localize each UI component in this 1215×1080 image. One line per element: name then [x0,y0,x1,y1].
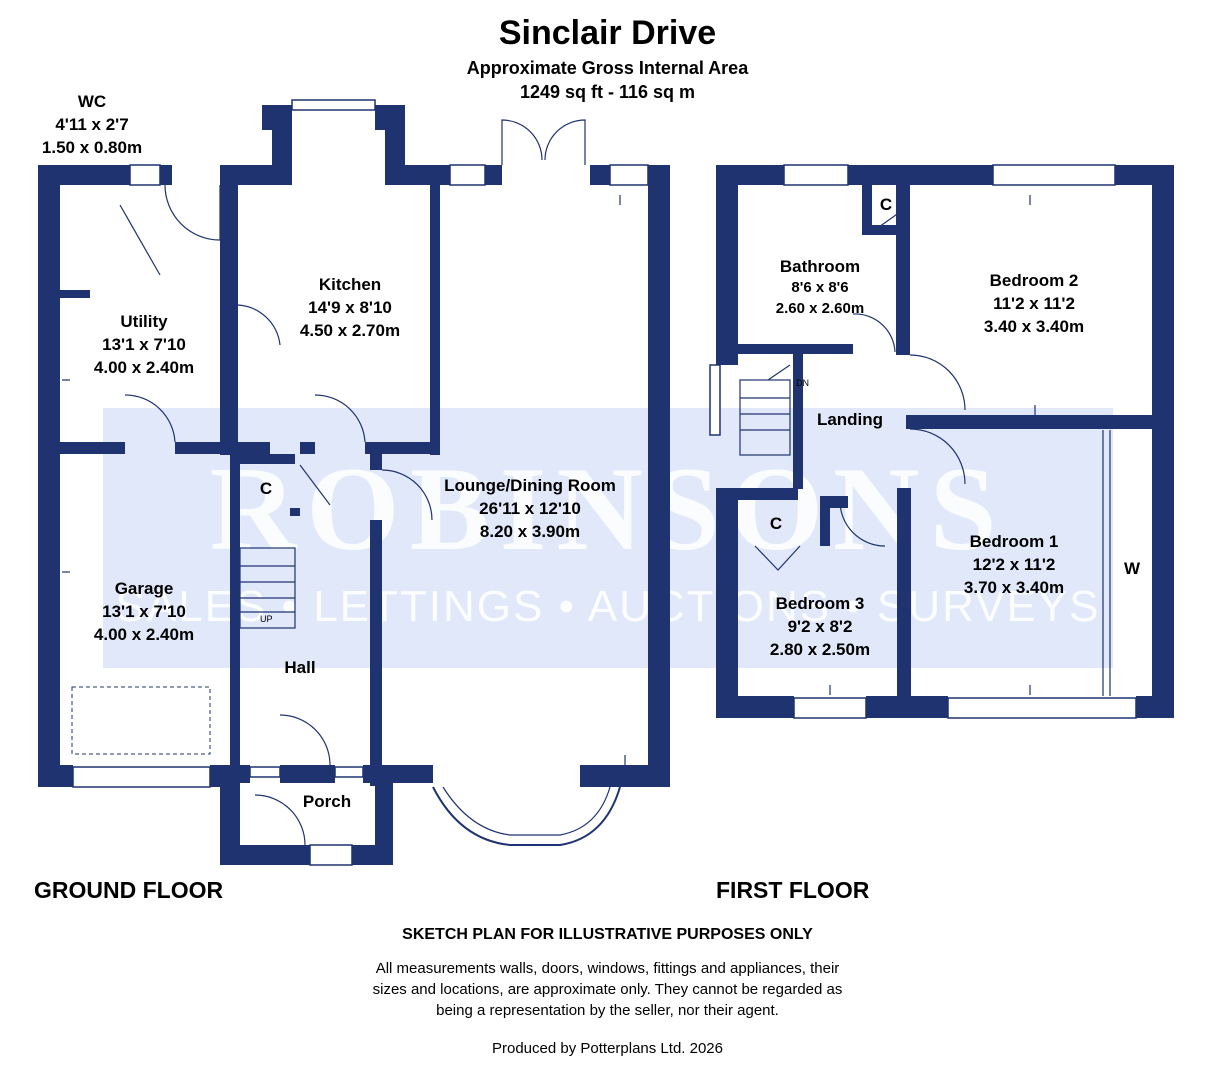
room-metric: 3.70 x 3.40m [963,578,1065,597]
room-utility: Utility 13'1 x 7'10 4.00 x 2.40m [70,310,218,379]
watermark-box [103,408,1113,668]
room-name: Utility [120,312,168,331]
room-name: Bathroom [779,257,861,276]
room-name: Bedroom 3 [775,594,865,613]
room-cupboard: C [259,479,273,498]
room-imperial: 8'6 x 8'6 [791,279,849,296]
room-imperial: 14'9 x 8'10 [308,298,392,317]
room-name: Kitchen [318,275,382,294]
first-floor-windows [709,164,1137,719]
room-metric: 4.50 x 2.70m [299,321,401,340]
room-porch: Porch [302,792,352,811]
room-metric: 2.60 x 2.60m [775,300,865,317]
disclaimer-line: sizes and locations, are approximate onl… [372,981,843,998]
ground-floor-label: GROUND FLOOR [34,877,224,903]
room-lounge-dining: Lounge/Dining Room 26'11 x 12'10 8.20 x … [420,474,640,543]
room-imperial: 12'2 x 11'2 [972,555,1056,574]
first-floor-label: FIRST FLOOR [716,877,870,903]
room-cupboard-bed3: C [769,514,783,533]
disclaimer-line: being a representation by the seller, no… [436,1002,779,1019]
room-bedroom-1: Bedroom 1 12'2 x 11'2 3.70 x 3.40m [940,530,1088,599]
room-landing: Landing [816,410,884,429]
disclaimer-text: All measurements walls, doors, windows, … [0,958,1215,1021]
room-metric: 2.80 x 2.50m [769,640,871,659]
first-floor-walls [716,165,1174,718]
room-metric: 8.20 x 3.90m [479,522,581,541]
watermark-brand: ROBINSONS [209,442,1007,575]
room-cupboard-bath: C [879,195,893,214]
disclaimer-line: All measurements walls, doors, windows, … [375,960,840,977]
room-name: Bedroom 2 [989,271,1079,290]
room-imperial: 4'11 x 2'7 [55,115,129,134]
room-imperial: 9'2 x 8'2 [787,617,853,636]
room-name: Garage [114,579,174,598]
producer-credit: Produced by Potterplans Ltd. 2026 [492,1040,723,1057]
room-garage: Garage 13'1 x 7'10 4.00 x 2.40m [70,577,218,646]
room-hall: Hall [284,658,316,677]
room-kitchen: Kitchen 14'9 x 8'10 4.50 x 2.70m [276,273,424,342]
room-metric: 4.00 x 2.40m [93,625,195,644]
ground-floor-walls [38,105,670,865]
area-value: 1249 sq ft - 116 sq m [519,82,696,102]
room-name: Lounge/Dining Room [444,476,616,495]
room-metric: 3.40 x 3.40m [983,317,1085,336]
room-bedroom-3: Bedroom 3 9'2 x 8'2 2.80 x 2.50m [746,592,894,661]
stairs-up-label: UP [260,614,273,624]
room-imperial: 26'11 x 12'10 [479,499,581,518]
room-imperial: 11'2 x 11'2 [993,294,1075,313]
room-name: WC [77,92,107,111]
room-metric: 4.00 x 2.40m [93,358,195,377]
stairs-down-label: DN [796,378,809,388]
ground-floor-windows [72,99,649,866]
disclaimer-heading: SKETCH PLAN FOR ILLUSTRATIVE PURPOSES ON… [402,926,813,943]
room-bathroom: Bathroom 8'6 x 8'6 2.60 x 2.60m [750,256,890,319]
area-label: Approximate Gross Internal Area [466,58,749,78]
room-metric: 1.50 x 0.80m [41,138,143,157]
room-imperial: 13'1 x 7'10 [102,335,186,354]
room-imperial: 13'1 x 7'10 [102,602,186,621]
room-wardrobe: W [1123,559,1141,578]
room-wc: WC 4'11 x 2'7 1.50 x 0.80m [32,90,152,159]
watermark-services: SALES • LETTINGS • AUCTIONS • SURVEYS [115,582,1101,631]
room-name: Bedroom 1 [969,532,1059,551]
plan-title: Sinclair Drive [498,14,717,52]
ground-stairs [239,547,296,629]
room-bedroom-2: Bedroom 2 11'2 x 11'2 3.40 x 3.40m [960,269,1108,338]
